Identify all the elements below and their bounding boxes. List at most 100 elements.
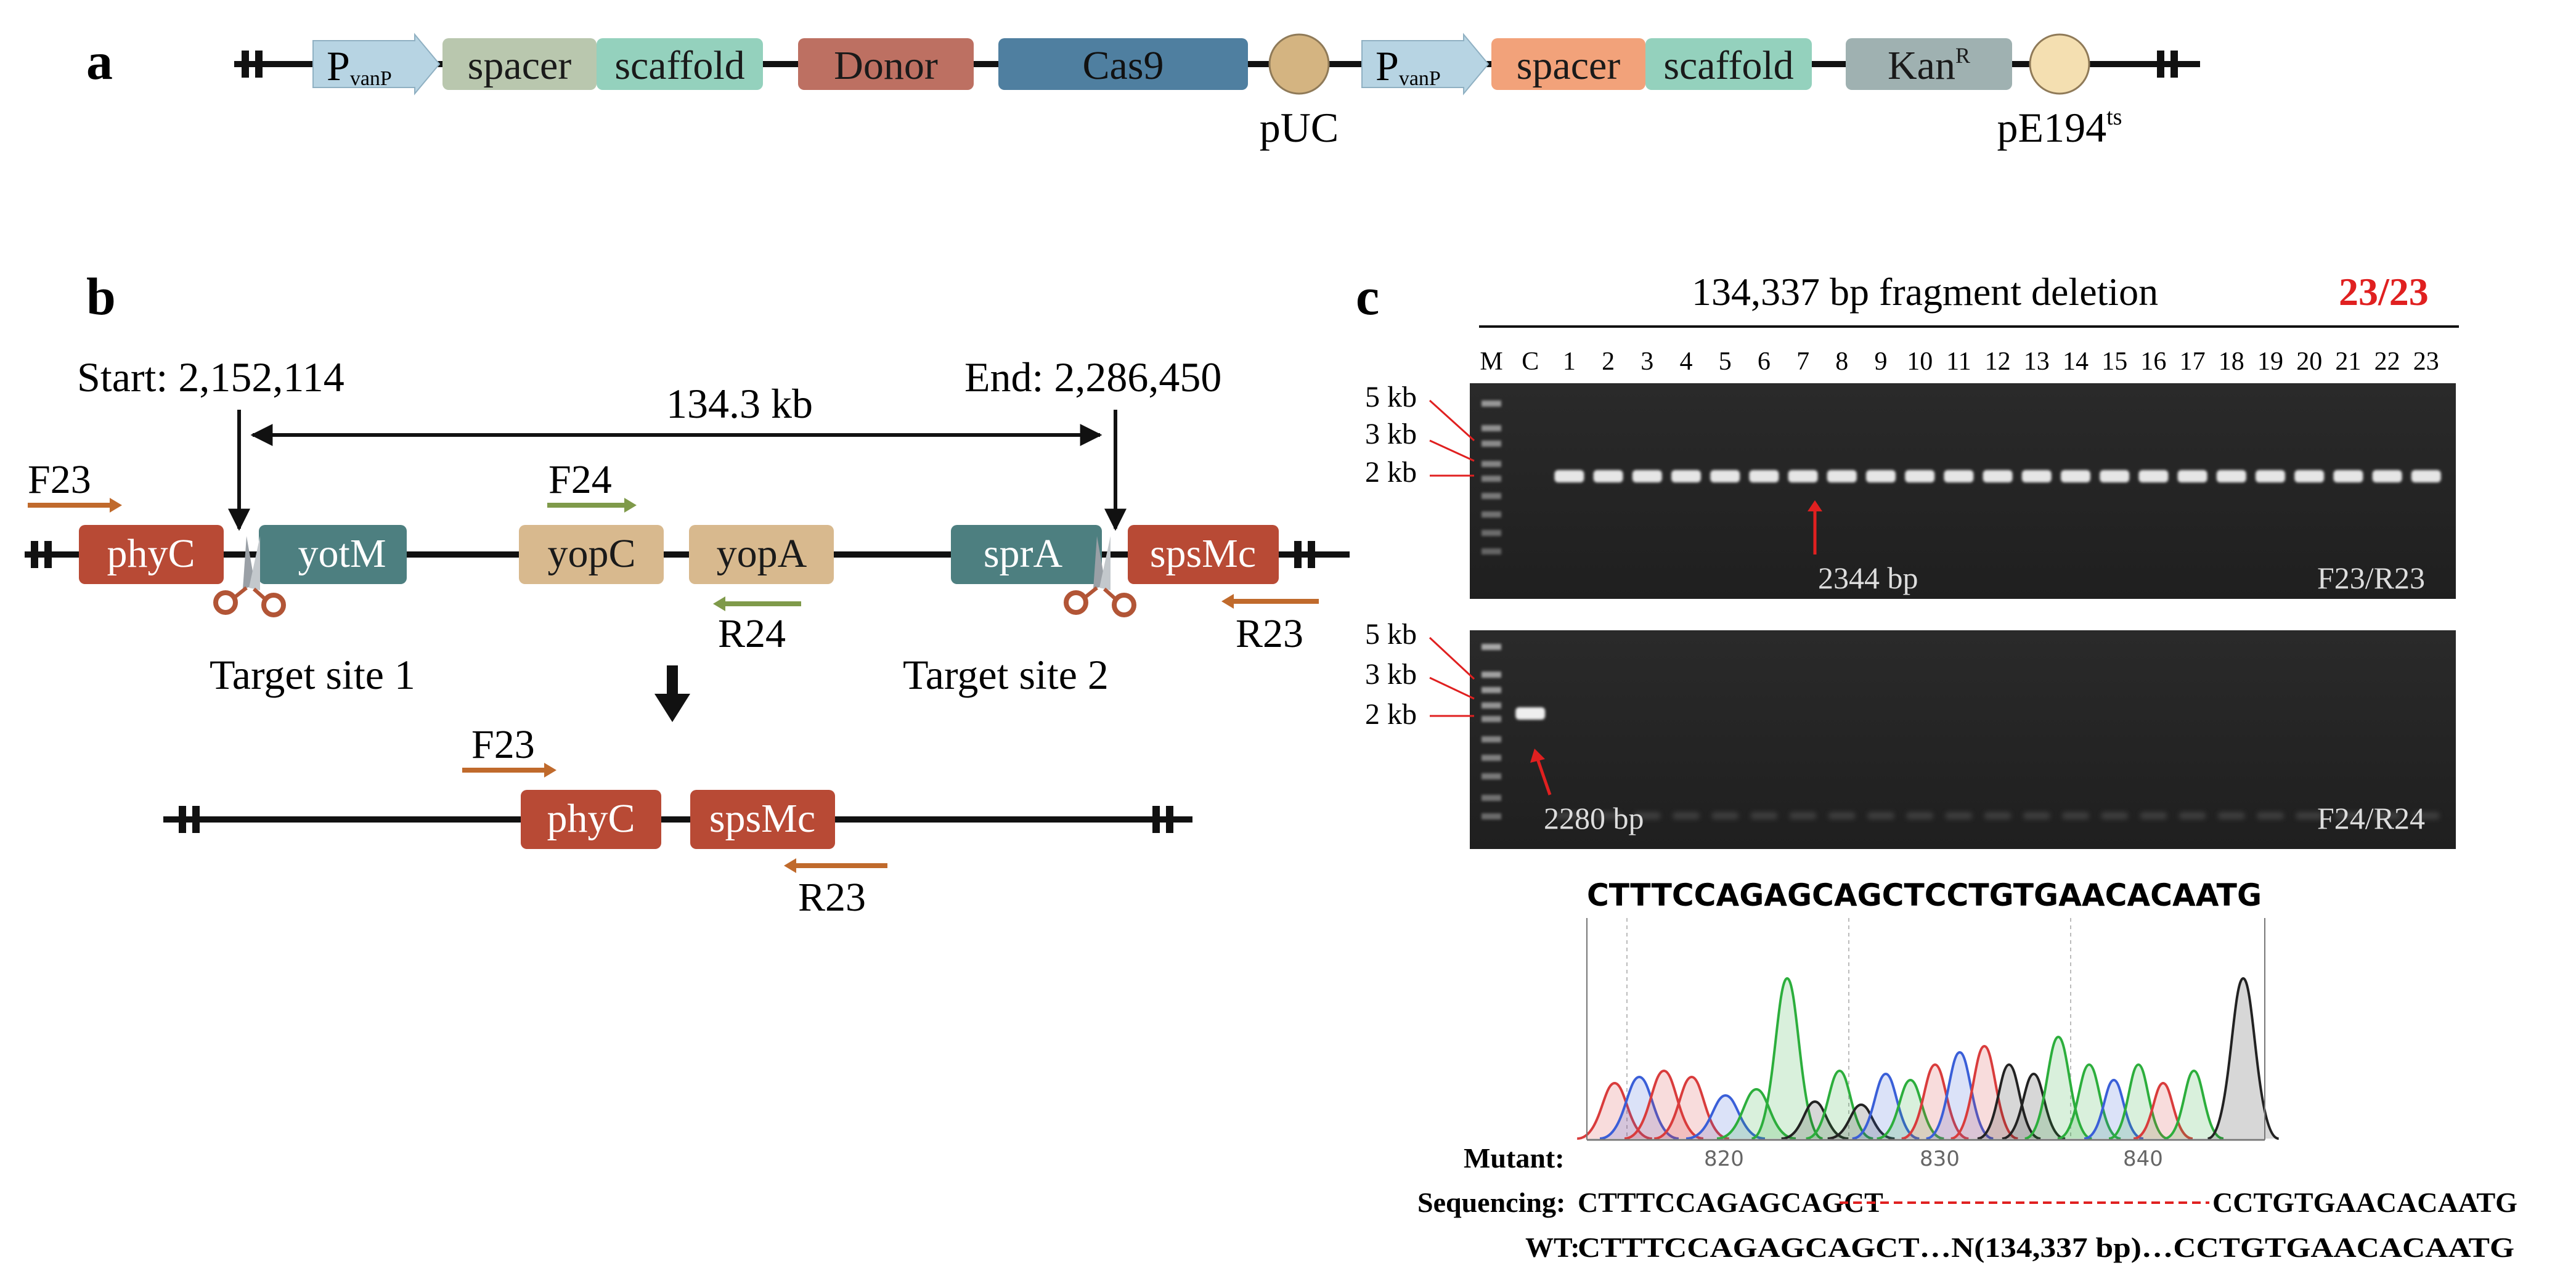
deleted-chromosome-break-right [1152,806,1173,833]
gel-band [1866,470,1896,482]
gel-smear [1906,812,1934,819]
ladder-label-3kb: 3 kb [1365,418,1417,450]
chromatogram-peak [1827,1103,1895,1140]
svg-text:phyC: phyC [107,531,195,576]
gel-smear [1594,812,1622,819]
lane-label: 1 [1563,347,1576,376]
chromatogram-peak [1653,1075,1730,1140]
gel-1-band-size: 2344 bp [1818,561,1918,595]
chromatogram-peak [2002,1072,2066,1140]
gel-smear [2179,812,2206,819]
ladder-band [1482,511,1501,518]
chromatogram-peak [2084,1078,2144,1140]
gel-band [1827,470,1857,482]
lane-label: 20 [2296,347,2322,376]
gel-smear [1633,812,1661,819]
gel-band [1671,470,1701,482]
lane-label: 11 [1946,347,1971,376]
gel-band [1632,470,1662,482]
ladder-label-2kb: 2 kb [1365,698,1417,731]
svg-text:scaffold: scaffold [614,43,744,88]
gel-band [2411,470,2441,482]
chromatogram-peak [1852,1072,1920,1140]
gel-band [1983,470,2013,482]
panel-b-label: b [86,267,116,326]
gel-band [1944,470,1974,482]
gel-2-ladder-labels: 5 kb 3 kb 2 kb [1365,618,1475,731]
scissors-icon [213,536,286,617]
plasmid-element-kanr: KanR [1846,38,2012,90]
gel-smear [2217,812,2245,819]
gel-smear [1555,812,1583,819]
ladder-band [1482,644,1501,650]
gene-phyC: phyC [79,525,224,584]
chromatogram-peak [2057,1063,2121,1140]
chromatogram-peak [1685,1094,1766,1140]
svg-text:yotM: yotM [298,531,386,576]
deletion-span-label: 134.3 kb [666,380,813,427]
mutant-label: Mutant: [1464,1142,1565,1174]
gel-smear [1789,812,1817,819]
primer-R23-arrow [1221,594,1319,609]
gel-band [2138,470,2169,482]
lane-label: 19 [2257,347,2283,376]
chromatogram-peak [1716,1087,1796,1140]
svg-text:pUC: pUC [1260,104,1339,151]
lane-label: 21 [2335,347,2361,376]
gel-2-band-size: 2280 bp [1544,801,1644,835]
primer-F23-label: F23 [28,457,91,502]
down-arrow-icon [654,665,690,722]
chromatogram-peak [2164,1069,2224,1140]
gel-smear [2334,812,2362,819]
ladder-band [1482,476,1501,482]
chromatogram-peak [1877,1078,1944,1140]
svg-text:Donor: Donor [834,43,938,88]
chromatogram-peak [2207,977,2280,1140]
lane-label: 10 [1907,347,1933,376]
chromatogram-peak [1576,1081,1653,1140]
plasmid-element-donor: Donor [798,38,974,90]
primer-F23-arrow [28,498,122,513]
gel-1-primer-pair: F23/R23 [2317,561,2425,595]
gel-smear [1828,812,1856,819]
ladder-band [1482,441,1501,447]
ladder-label-3kb: 3 kb [1365,658,1417,691]
lane-label: M [1480,347,1502,376]
lane-label: 23 [2413,347,2439,376]
gel-1-band-pointer [1808,500,1822,555]
gel-band [1710,470,1740,482]
gel-smear [2062,812,2089,819]
gel-band [2177,470,2207,482]
gel-band [2333,470,2363,482]
chromatogram-peak [1901,1063,1969,1140]
gel-band [2100,470,2130,482]
wt-sequence: CTTTCCAGAGCAGCT…N(134,337 bp)…CCTGTGAACA… [1578,1232,2514,1263]
primer-F24-label: F24 [548,457,612,502]
end-coordinate: End: 2,286,450 [964,354,1221,400]
sequencing-label: Sequencing: [1417,1187,1565,1218]
chromatogram-tick-820: 820 [1704,1147,1744,1171]
ladder-label-5kb: 5 kb [1365,618,1417,651]
chromatogram-sequence: CTTTCCAGAGCAGCTCCTGTGAACACAATG [1587,877,2262,913]
plasmid-element-cas9: Cas9 [998,38,1248,90]
gel-band [1749,470,1779,482]
chromosome-break-left [31,541,52,568]
primer-R24-label: R24 [718,611,786,656]
wt-label: WT: [1525,1232,1580,1263]
ladder-band [1482,795,1501,801]
gel-band [2256,470,2285,482]
svg-text:yopC: yopC [547,531,635,576]
primer-F23-arrow-deleted [462,763,556,778]
gel-smear [1711,812,1739,819]
gene-phyC-deleted: phyC [521,790,661,849]
ladder-label-2kb: 2 kb [1365,456,1417,489]
lane-label: 14 [2063,347,2089,376]
scissors-icon [1064,536,1136,617]
lane-label: 7 [1796,347,1809,376]
gel-smear [2257,812,2284,819]
plasmid-element-scaffold: scaffold [597,38,763,90]
primer-R23-label-deleted: R23 [798,875,866,920]
chromatogram-peak [1751,977,1824,1140]
